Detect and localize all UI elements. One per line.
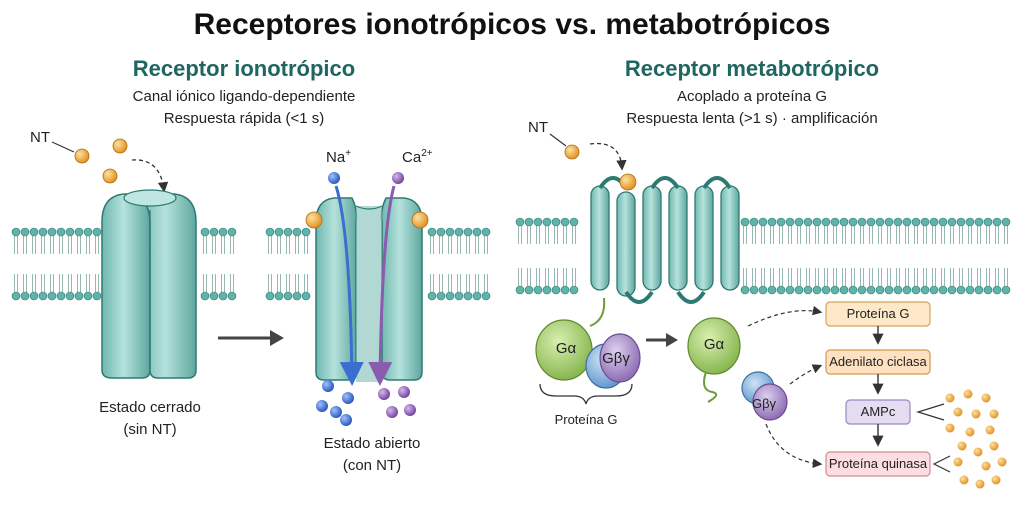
cascade-box-camp: AMPc [845, 399, 911, 425]
gpcr-helix [720, 185, 740, 291]
ion-channel-closed [101, 189, 197, 379]
signal-arrow-gbg-up [789, 364, 823, 385]
gbetagamma-dissociated [741, 371, 788, 421]
ca-ion-label: Ca2+ [402, 148, 433, 166]
signal-arrow-gbg-down [765, 423, 823, 469]
gpcr-helix [694, 185, 714, 291]
membrane-left-open [265, 227, 491, 301]
nt-molecule [112, 138, 128, 154]
membrane-left-closed [11, 227, 237, 301]
galpha-tether [589, 297, 606, 327]
cascade-box-g-protein: Proteína G [825, 301, 931, 327]
nt-binding-arrow [589, 142, 627, 171]
nt-pointer-line [549, 133, 567, 147]
galpha-dissociated [687, 317, 741, 403]
cascade-label-2: Adenilato ciclasa [829, 354, 927, 369]
g-protein-bracket [539, 383, 633, 405]
galpha-dissociated-label: Gα [704, 336, 725, 353]
na-flow-arrow [334, 185, 364, 386]
nt-molecule-bound [619, 173, 637, 191]
na-ion [328, 172, 340, 184]
cascade-label-1: Proteína G [847, 306, 910, 321]
closed-state-label-1: Estado cerrado [99, 399, 201, 416]
cascade-label-3: AMPc [861, 404, 896, 419]
open-state-label-1: Estado abierto [324, 435, 421, 452]
gpcr-helix [590, 185, 610, 291]
open-state-label-2: (con NT) [343, 457, 401, 474]
cascade-label-4: Proteína quinasa [829, 456, 928, 471]
nt-molecule [564, 144, 580, 160]
nt-label-metabotropic: NT [528, 119, 548, 136]
gpcr-helix [642, 185, 662, 291]
metabotropic-desc-2: Respuesta lenta (>1 s) · amplificación [626, 110, 877, 127]
main-title: Receptores ionotrópicos vs. metabotrópic… [194, 8, 831, 41]
ionotropic-desc-1: Canal iónico ligando-dependiente [133, 88, 356, 105]
ca-ion [392, 172, 404, 184]
cascade-box-adenylate-cyclase: Adenilato ciclasa [825, 349, 931, 375]
ca-flow-arrow [368, 185, 396, 386]
galpha-label: Gα [556, 340, 577, 357]
g-protein-complex [535, 319, 641, 389]
gpcr-loop [676, 290, 706, 304]
gpcr-helix [668, 185, 688, 291]
transition-arrow [218, 330, 284, 346]
cascade-box-protein-kinase: Proteína quinasa [825, 451, 931, 477]
metabotropic-heading: Receptor metabotrópico [625, 56, 879, 81]
signal-arrow-galpha [747, 305, 823, 327]
gbetagamma-label: Gβγ [602, 350, 630, 367]
g-protein-label: Proteína G [555, 412, 618, 427]
gpcr-loop [702, 176, 732, 190]
ionotropic-desc-2: Respuesta rápida (<1 s) [164, 110, 325, 127]
metabotropic-desc-1: Acoplado a proteína G [677, 88, 827, 105]
closed-state-label-2: (sin NT) [123, 421, 176, 438]
amplification-fan-kinase [932, 441, 1007, 489]
amplification-fan-camp [915, 389, 999, 437]
gpcr-loop [650, 176, 680, 190]
gpcr-helix [616, 191, 636, 297]
nt-molecule-bound [411, 211, 429, 229]
gbetagamma-dissociated-label: Gβγ [752, 396, 777, 411]
ionotropic-heading: Receptor ionotrópico [133, 56, 355, 81]
intracellular-ions [316, 380, 416, 426]
ion-channel-open [315, 197, 423, 382]
nt-molecule-bound [305, 211, 323, 229]
na-ion-label: Na+ [326, 148, 351, 166]
nt-label-ionotropic: NT [30, 129, 50, 146]
gpcr-receptor [590, 176, 740, 304]
nt-molecule [74, 148, 90, 164]
nt-binding-arrow [131, 159, 169, 193]
nt-molecule [102, 168, 118, 184]
membrane-right [515, 217, 1011, 295]
nt-pointer-line [51, 141, 75, 153]
dissociation-arrow [646, 333, 678, 347]
gpcr-loop [624, 290, 654, 304]
